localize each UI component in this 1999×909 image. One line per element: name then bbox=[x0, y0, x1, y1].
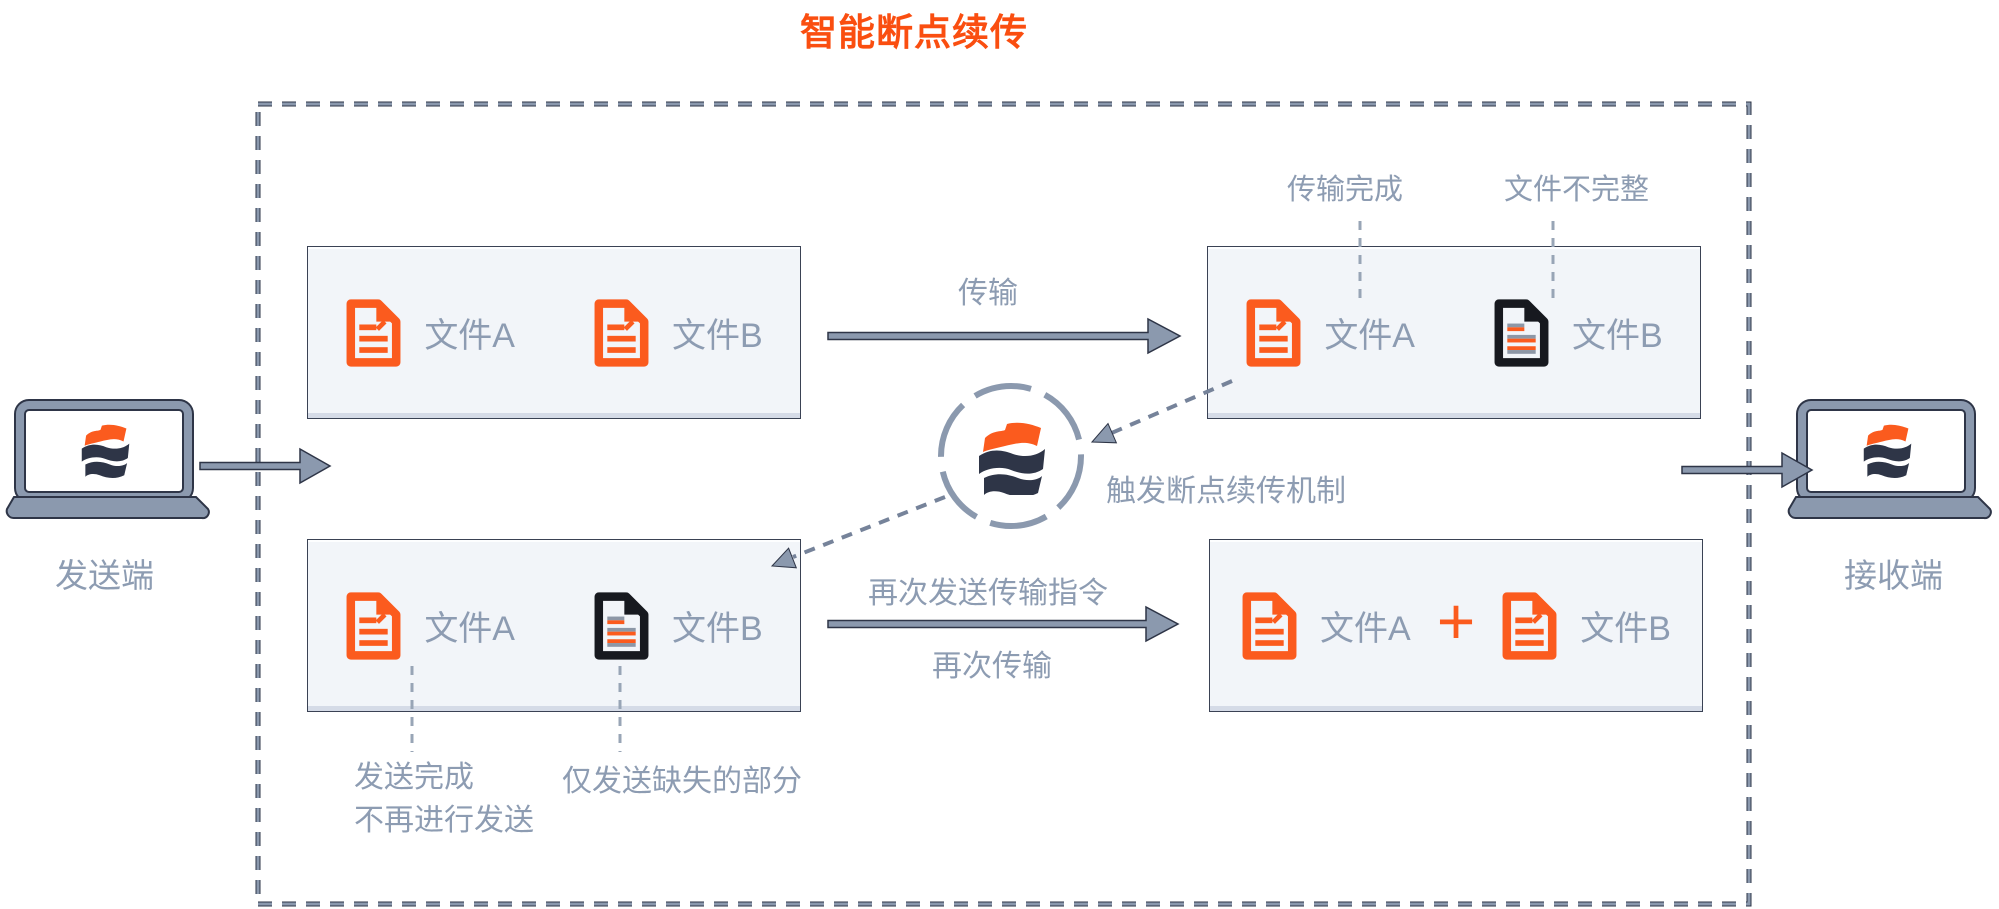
file-item: 文件A bbox=[1241, 591, 1411, 661]
file-name: 文件B bbox=[1572, 317, 1663, 355]
file-icon-incomplete bbox=[1493, 298, 1550, 368]
page-title: 智能断点续传 bbox=[800, 12, 1028, 53]
file-item: 文件B bbox=[593, 298, 763, 368]
annotation-send-done: 发送完成 不再进行发送 bbox=[354, 756, 534, 842]
file-item: 文件A bbox=[1245, 298, 1415, 368]
transfer-arrow bbox=[827, 317, 1182, 355]
file-name: 文件A bbox=[424, 317, 515, 355]
file-name: 文件B bbox=[672, 610, 763, 648]
annotation-trigger-mechanism: 触发断点续传机制 bbox=[1106, 475, 1346, 508]
file-name: 文件A bbox=[1324, 317, 1415, 355]
retransfer-arrow bbox=[827, 605, 1180, 643]
sender-laptop-icon bbox=[5, 399, 210, 520]
file-name: 文件B bbox=[1580, 610, 1671, 648]
file-item: 文件B bbox=[1493, 298, 1663, 368]
file-icon-complete bbox=[1245, 298, 1302, 368]
file-item: 文件A bbox=[345, 298, 515, 368]
sender-label: 发送端 bbox=[55, 557, 154, 594]
received-files-box: 文件A 文件B bbox=[1207, 246, 1701, 419]
annotation-send-done-line1: 发送完成 bbox=[354, 761, 474, 794]
file-icon-complete bbox=[1241, 591, 1298, 661]
annotation-file-incomplete: 文件不完整 bbox=[1504, 174, 1650, 206]
file-name: 文件B bbox=[672, 317, 763, 355]
transfer-arrow-label: 传输 bbox=[958, 277, 1018, 310]
source-files-box: 文件A 文件B bbox=[307, 246, 801, 419]
plus-icon: + bbox=[1436, 583, 1476, 658]
merged-files-box: 文件A + 文件B bbox=[1209, 539, 1703, 712]
resend-files-box: 文件A 文件B bbox=[307, 539, 801, 712]
file-name: 文件A bbox=[1320, 610, 1411, 648]
resend-command-label: 再次发送传输指令 bbox=[868, 577, 1108, 610]
file-icon-complete bbox=[593, 298, 650, 368]
connector-trigger-to-resend bbox=[792, 495, 946, 559]
file-item: 文件B bbox=[1501, 591, 1671, 661]
file-icon-complete bbox=[1501, 591, 1558, 661]
file-icon-complete bbox=[345, 298, 402, 368]
receiver-laptop-icon bbox=[1787, 399, 1992, 520]
retransfer-arrow-label: 再次传输 bbox=[932, 650, 1052, 683]
file-name: 文件A bbox=[424, 610, 515, 648]
annotation-send-missing-only: 仅发送缺失的部分 bbox=[562, 765, 802, 798]
annotation-transfer-complete: 传输完成 bbox=[1287, 174, 1404, 206]
raysync-logo bbox=[979, 422, 1045, 495]
file-item: 文件A bbox=[345, 591, 515, 661]
receiver-label: 接收端 bbox=[1844, 557, 1943, 594]
file-item: 文件B bbox=[593, 591, 763, 661]
sender-arrow bbox=[199, 447, 332, 485]
annotation-send-done-line2: 不再进行发送 bbox=[354, 804, 534, 837]
file-icon-complete bbox=[345, 591, 402, 661]
connector-arrowhead-trigger bbox=[1090, 422, 1118, 444]
file-icon-incomplete bbox=[593, 591, 650, 661]
